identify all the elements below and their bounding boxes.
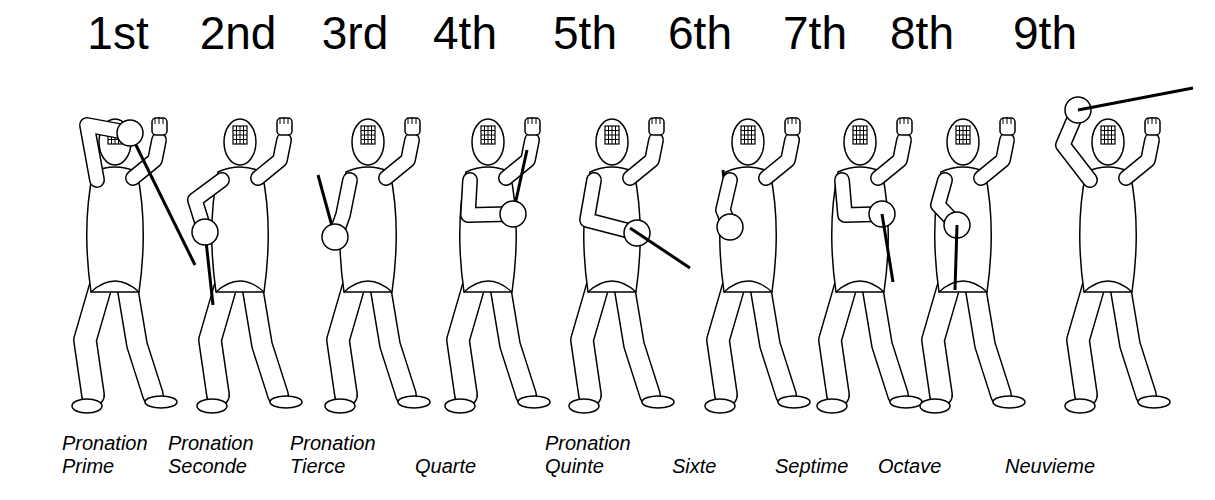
fencer-body bbox=[920, 117, 1025, 413]
guard bbox=[117, 120, 143, 146]
fencer-body bbox=[72, 117, 177, 413]
fencer-figure bbox=[920, 117, 1025, 413]
fencer-figure bbox=[318, 117, 430, 413]
fencer-figure bbox=[192, 117, 302, 413]
position-number: 6th bbox=[668, 10, 732, 56]
guard bbox=[500, 201, 526, 227]
position-number: 8th bbox=[890, 10, 954, 56]
parry-name: Octave bbox=[878, 455, 978, 478]
fencer-figure bbox=[817, 117, 922, 413]
fencer-figure bbox=[705, 117, 810, 413]
fencer-body bbox=[325, 117, 430, 413]
fencer-body bbox=[817, 117, 922, 413]
parry-name: Septime bbox=[775, 455, 875, 478]
position-number: 7th bbox=[783, 10, 847, 56]
fencer-figure bbox=[72, 117, 195, 413]
position-number: 3rd bbox=[322, 10, 388, 56]
parry-name: Sixte bbox=[672, 455, 772, 478]
blade bbox=[130, 133, 195, 265]
position-number: 9th bbox=[1013, 10, 1077, 56]
guard bbox=[322, 224, 348, 250]
parry-name: Pronation Seconde bbox=[168, 432, 268, 478]
fencer-body bbox=[569, 117, 674, 413]
parry-name: Pronation Tierce bbox=[290, 432, 390, 478]
position-number: 1st bbox=[87, 10, 148, 56]
fencer-body bbox=[197, 117, 302, 413]
fencer-figure bbox=[1063, 88, 1193, 413]
fencer-figure bbox=[445, 117, 550, 413]
parry-name: Quarte bbox=[415, 455, 515, 478]
position-number: 4th bbox=[433, 10, 497, 56]
parry-name: Pronation Prime bbox=[62, 432, 162, 478]
fencer-body bbox=[705, 117, 810, 413]
blade bbox=[630, 228, 690, 268]
blade bbox=[955, 225, 957, 290]
guard bbox=[192, 219, 218, 245]
blade bbox=[1078, 88, 1193, 110]
parry-name: Neuvieme bbox=[1005, 455, 1105, 478]
position-number: 5th bbox=[553, 10, 617, 56]
fencer-figure bbox=[569, 117, 690, 413]
fencer-body bbox=[445, 117, 550, 413]
parry-name: Pronation Quinte bbox=[545, 432, 645, 478]
guard bbox=[717, 214, 743, 240]
position-number: 2nd bbox=[200, 10, 277, 56]
blade bbox=[882, 214, 893, 282]
